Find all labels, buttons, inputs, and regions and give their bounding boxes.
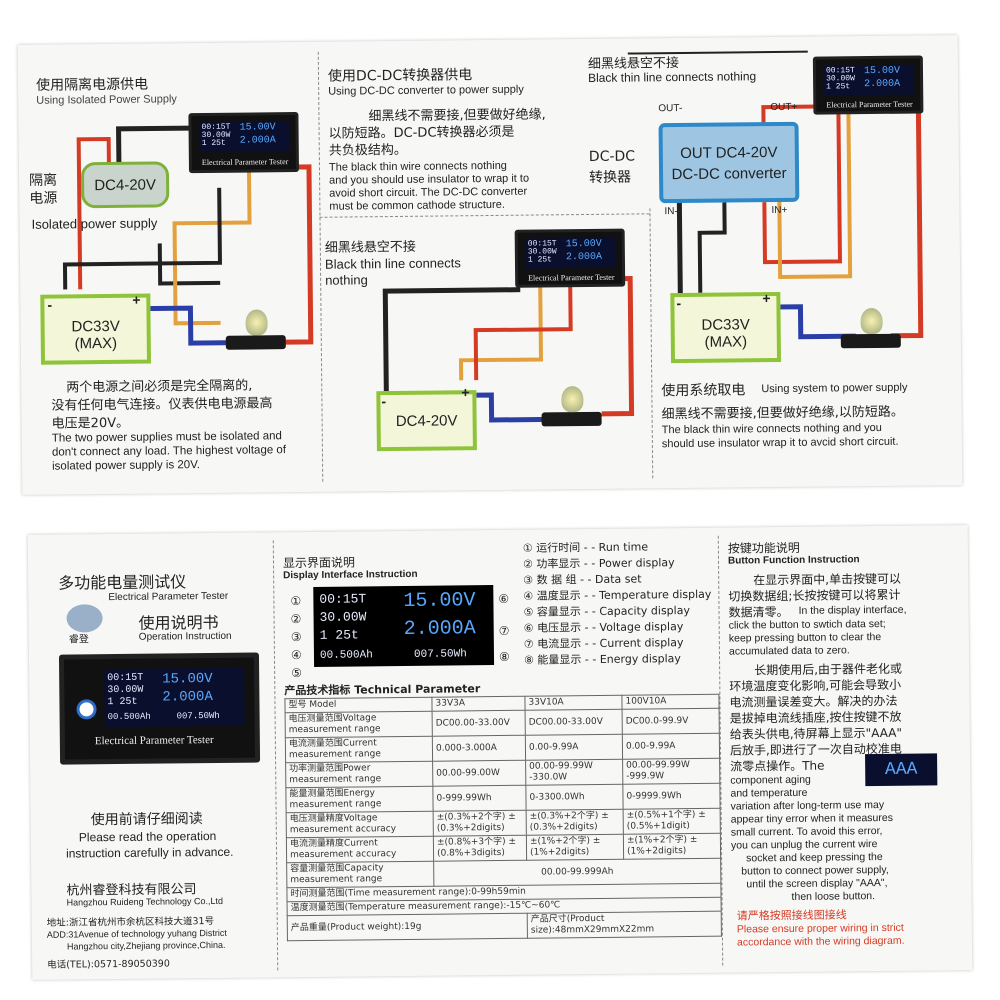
iso-caption: Isolated power supply xyxy=(31,215,158,232)
table-row: 产品重量(Product weight):19g 产品尺寸(Product si… xyxy=(287,911,722,941)
bulb-icon xyxy=(840,306,901,352)
bulb-icon xyxy=(541,384,602,430)
aaa-display: AAA xyxy=(865,753,938,787)
panel2-title-cn: 使用DC-DC转换器供电 xyxy=(327,67,473,85)
cover-meter: 00:15T 30.00W 1 25t 00.500Ah 15.00V 2.00… xyxy=(58,652,261,765)
meter-panel2: 00:15T 30.00W 1 25t 15.00V 2.000A Electr… xyxy=(514,228,626,288)
meter-button-icon xyxy=(76,699,97,720)
manual-sheet: 多功能电量测试仪 Electrical Parameter Tester 睿登 … xyxy=(27,525,973,980)
panel1-title-en: Using Isolated Power Supply xyxy=(36,93,177,107)
display-legend: ① 运行时间 - - Run time ② 功率显示 - - Power dis… xyxy=(522,540,712,667)
brand-logo-icon xyxy=(66,604,103,633)
meter-screen: 00:15T 30.00W 1 25t 15.00V 2.000A xyxy=(199,121,290,153)
dc-dc-converter: OUT DC4-20V DC-DC converter xyxy=(658,121,800,204)
iso-side-cn2: 电源 xyxy=(29,190,58,207)
display-diagram: 00:15T 30.00W 1 25t 00.500Ah 15.00V 2.00… xyxy=(313,585,495,667)
iso-box-label: DC4-20V xyxy=(94,175,157,194)
plus-sign: + xyxy=(132,291,141,308)
panel2-title-en: Using DC-DC converter to power supply xyxy=(328,83,524,98)
meter-panel3: 00:15T 30.00W 1 25t 15.00V 2.000A Electr… xyxy=(812,55,924,115)
panel1-title-cn: 使用隔离电源供电 xyxy=(36,76,149,94)
divider xyxy=(272,540,279,971)
wiring-sheet: 使用隔离电源供电 Using Isolated Power Supply 隔离 … xyxy=(17,35,963,495)
meter-label: Electrical Parameter Tester xyxy=(201,157,289,168)
meter-panel1: 00:15T 30.00W 1 25t 15.00V 2.000A Electr… xyxy=(188,111,300,174)
minus-sign: - xyxy=(47,296,53,313)
tech-table: 型号 Model 33V3A 33V10A 100V10A 电压测量范围Volt… xyxy=(284,694,722,942)
bulb-icon xyxy=(225,307,286,353)
isolated-supply-box: DC4-20V xyxy=(80,161,170,209)
cover-title-cn: 多功能电量测试仪 xyxy=(58,572,187,593)
